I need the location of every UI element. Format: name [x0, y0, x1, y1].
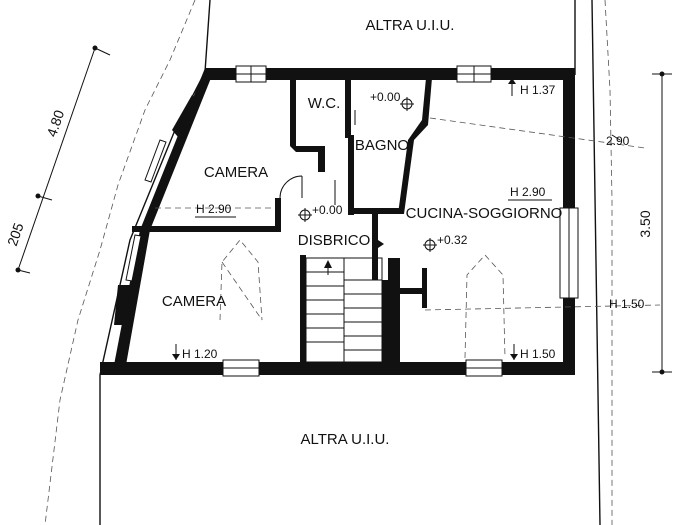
dimension-label-left-lower: 205: [4, 221, 27, 248]
roof-lines: [155, 117, 661, 359]
neighbor-top-label: ALTRA U.I.U.: [366, 17, 455, 34]
level-label-cucina: +0.32: [437, 233, 468, 247]
wall-cucina-left: [388, 258, 400, 368]
wall-cucina-stub: [400, 288, 425, 294]
wall-bottom: [100, 362, 575, 375]
staircase: [305, 257, 383, 363]
height-label-h150-right: H 1.50: [609, 297, 645, 311]
wall-wc-bottom: [290, 146, 325, 172]
wall-left-upper: [140, 68, 215, 230]
wall-camera-divider: [132, 226, 280, 232]
height-label-h150-bottom: H 1.50: [520, 347, 556, 361]
wall-bagno-right: [398, 140, 414, 214]
dimension-left: [15, 45, 111, 274]
height-label-h290-camera: H 2.90: [196, 202, 232, 216]
wall-camera-stub: [275, 198, 281, 232]
wall-left-block2: [114, 285, 130, 325]
dimension-label-right: 3.50: [637, 210, 653, 237]
lot-right-dashed: [604, 0, 613, 525]
room-label-cucina: CUCINA-SOGGIORNO: [406, 205, 563, 222]
window-left-upper: [144, 139, 167, 183]
windows: [125, 65, 579, 377]
lot-right-boundary: [591, 0, 601, 525]
height-label-h290-cucina: H 2.90: [510, 185, 546, 199]
wall-stair-left: [300, 255, 306, 365]
lot-left-boundary: [99, 0, 211, 525]
skylight-camera-x: [221, 261, 263, 321]
wall-stair-right: [382, 280, 388, 365]
window-left-lower: [125, 234, 142, 282]
height-arrows: [172, 78, 621, 360]
room-label-disbrico: DISBRICO: [298, 232, 371, 249]
wall-cucina-stub2: [422, 268, 427, 308]
skylight-cucina: [464, 254, 506, 359]
dim-line-left: [17, 47, 96, 271]
stair-treads: [306, 271, 382, 351]
wall-bagno-left: [348, 135, 354, 215]
wall-left-lower: [114, 230, 150, 365]
doors: [279, 110, 356, 205]
room-label-bagno: BAGNO: [355, 137, 409, 154]
wall-left-block: [172, 95, 198, 137]
level-markers: [298, 97, 437, 252]
height-label-h120: H 1.20: [182, 347, 218, 361]
door-camera-arc: [279, 175, 303, 199]
height-label-290-right: 2.90: [606, 134, 630, 148]
level-label-disbrico: +0.00: [312, 203, 343, 217]
roof-line-top-right: [429, 117, 646, 149]
dimension-label-left-upper: 4.80: [43, 108, 67, 139]
room-label-camera-top: CAMERA: [204, 164, 268, 181]
stair-arrow-head: [324, 260, 332, 268]
lot-left-dashed: [44, 0, 196, 525]
height-label-h137: H 1.37: [520, 83, 556, 97]
wall-wc-right: [345, 78, 351, 138]
neighbor-bottom-label: ALTRA U.I.U.: [301, 431, 390, 448]
room-label-wc: W.C.: [308, 95, 341, 112]
wall-bagno-top-right: [408, 78, 432, 140]
skylight-camera: [219, 239, 263, 321]
wall-wc-left: [290, 78, 296, 146]
room-label-camera-bottom: CAMERA: [162, 293, 226, 310]
wall-disbrico-right: [372, 210, 378, 280]
lot-boundaries: [44, 0, 613, 525]
level-label-top: +0.00: [370, 90, 401, 104]
roof-line-right: [424, 304, 661, 311]
dimension-right: [652, 71, 672, 375]
